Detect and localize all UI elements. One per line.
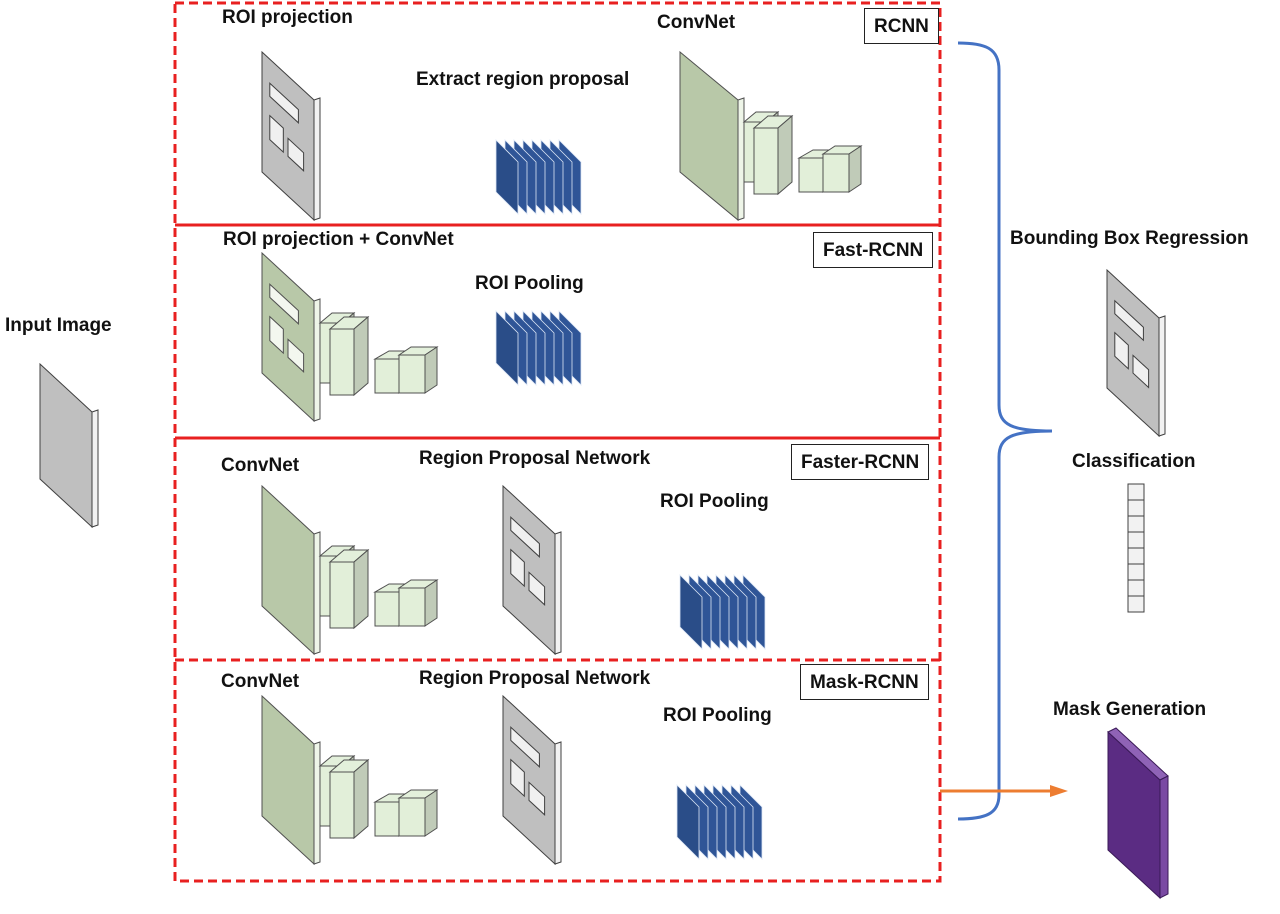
rcnn-roi-projection-plate xyxy=(261,50,321,222)
bbox-regression-plate xyxy=(1106,268,1166,438)
classification-vector xyxy=(1127,483,1145,613)
fast-roi-projection-convnet-label: ROI projection + ConvNet xyxy=(223,229,454,250)
input-image-plate xyxy=(39,362,99,529)
mask-roi-pooling-label: ROI Pooling xyxy=(663,705,772,726)
rcnn-region-proposal-stack xyxy=(495,139,582,215)
mask-roi-pooling-stack xyxy=(676,784,763,860)
faster-roi-pooling-label: ROI Pooling xyxy=(660,491,769,512)
mask-rpn-label: Region Proposal Network xyxy=(419,668,651,689)
rcnn-tag: RCNN xyxy=(864,8,939,44)
faster-rpn-plate xyxy=(502,484,562,656)
fast-roi-convnet xyxy=(261,251,439,423)
rcnn-roi-projection-label: ROI projection xyxy=(222,7,353,28)
mask-convnet-label: ConvNet xyxy=(221,671,300,692)
faster-rpn-label: Region Proposal Network xyxy=(419,448,651,469)
rcnn-convnet-label: ConvNet xyxy=(657,12,736,33)
faster-rcnn-tag: Faster-RCNN xyxy=(791,444,930,480)
rcnn-extract-region-label: Extract region proposal xyxy=(416,69,630,90)
mask-generation-plate xyxy=(1107,727,1169,900)
mask-rpn-plate xyxy=(502,694,562,866)
classification-label: Classification xyxy=(1072,451,1196,472)
fast-roi-pooling-label: ROI Pooling xyxy=(475,273,584,294)
faster-convnet-label: ConvNet xyxy=(221,455,300,476)
mask-rcnn-tag: Mask-RCNN xyxy=(800,664,929,700)
output-brace xyxy=(957,41,1053,821)
mask-generation-label: Mask Generation xyxy=(1053,699,1207,720)
fast-roi-pooling-stack xyxy=(495,310,582,386)
rcnn-convnet xyxy=(679,50,863,222)
bbox-regression-label: Bounding Box Regression xyxy=(1010,228,1249,249)
faster-convnet xyxy=(261,484,439,656)
mask-convnet xyxy=(261,694,439,866)
faster-roi-pooling-stack xyxy=(679,574,766,650)
fast-rcnn-tag: Fast-RCNN xyxy=(813,232,934,268)
mask-arrow-head xyxy=(1050,785,1068,797)
outer-dashed-frame xyxy=(173,1,942,883)
input-image-label: Input Image xyxy=(5,315,112,336)
